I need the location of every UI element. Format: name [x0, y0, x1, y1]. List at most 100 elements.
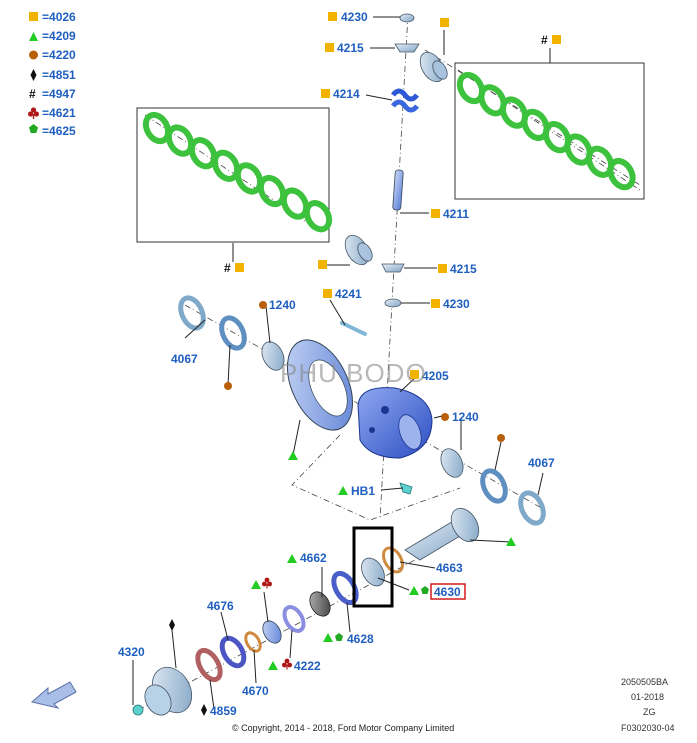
svg-text:=4209: =4209	[42, 29, 76, 43]
triangle-icon	[29, 32, 38, 41]
pinion-bearing-cone	[361, 557, 385, 587]
callout-4205[interactable]: 4205	[422, 369, 449, 383]
hash-icon: #	[224, 261, 231, 275]
thrust-washer-bottom	[384, 298, 402, 308]
callout-markers: # #	[169, 12, 561, 716]
legend-item-4220: =4220	[29, 48, 76, 62]
callout-4222[interactable]: 4222	[294, 659, 321, 673]
svg-text:=4026: =4026	[42, 10, 76, 24]
callout-4320[interactable]: 4320	[118, 645, 145, 659]
preload-spring	[391, 88, 419, 113]
square-icon	[323, 289, 332, 298]
callout-1240-right[interactable]: 1240	[452, 410, 479, 424]
club-icon	[262, 577, 272, 589]
clutch-plate	[607, 157, 636, 191]
pinion-shim	[382, 546, 404, 574]
callout-4630[interactable]: 4630	[430, 583, 466, 600]
drawing-variant: ZG	[643, 707, 656, 717]
circle-icon	[29, 50, 38, 60]
square-icon	[440, 18, 449, 27]
drive-pinion	[404, 507, 480, 561]
callout-4214[interactable]: 4214	[333, 87, 360, 101]
legend-item-4026: =4026	[29, 10, 76, 24]
legend-code: 4026	[49, 10, 76, 24]
legend-item-4209: =4209	[29, 29, 76, 43]
square-icon	[431, 299, 440, 308]
clutch-plate	[165, 124, 195, 157]
side-gear-left	[344, 234, 373, 266]
bearing-cup-left-4067	[178, 295, 206, 331]
callout-4211[interactable]: 4211	[443, 207, 469, 221]
side-gear-right	[419, 51, 448, 83]
drawing-date: 01-2018	[631, 692, 664, 702]
legend: =4026 =4209 =4220 =4851 # =4947 =4621	[28, 10, 76, 138]
deflector	[195, 647, 223, 683]
triangle-icon	[268, 661, 278, 670]
square-icon	[325, 43, 334, 52]
pinion-washer	[282, 605, 306, 633]
clutch-plate	[211, 149, 241, 182]
bearing-cone-left	[261, 341, 285, 371]
bearing-cup-left	[219, 315, 247, 351]
square-icon	[431, 209, 440, 218]
watermark: PHU BODO	[280, 358, 427, 388]
square-icon	[235, 263, 244, 272]
callout-4241[interactable]: 4241	[335, 287, 362, 301]
callout-4215-bottom[interactable]: 4215	[450, 262, 477, 276]
diamond-icon	[169, 619, 175, 631]
square-icon	[410, 370, 419, 379]
clutch-plate	[564, 133, 593, 166]
hash-icon: #	[29, 87, 36, 101]
clutch-plates-left	[142, 111, 333, 233]
callout-4676[interactable]: 4676	[207, 599, 234, 613]
callout-4859[interactable]: 4859	[210, 704, 237, 718]
square-icon	[29, 12, 38, 21]
clutch-plate	[303, 200, 333, 233]
clutch-plate	[585, 145, 615, 178]
legend-code: 4851	[49, 68, 76, 82]
clutch-plate	[257, 174, 287, 208]
thrust-washer-top	[399, 13, 415, 23]
legend-code: 4947	[49, 87, 76, 101]
circle-icon	[259, 301, 267, 309]
legend-item-4851: =4851	[30, 68, 76, 82]
callout-4067-right[interactable]: 4067	[528, 456, 555, 470]
callout-4662[interactable]: 4662	[300, 551, 327, 565]
square-icon	[328, 12, 337, 21]
leader-lines	[132, 16, 551, 710]
lock-pin	[340, 321, 367, 336]
callout-4230-bottom[interactable]: 4230	[443, 297, 470, 311]
pinion-flange	[132, 666, 193, 716]
highlight-box	[352, 526, 394, 608]
callout-1240-left[interactable]: 1240	[269, 298, 296, 312]
triangle-icon	[323, 633, 333, 642]
club-icon	[282, 658, 292, 670]
clutch-plate	[478, 84, 507, 117]
clutch-plate	[521, 108, 550, 142]
legend-item-4625: =4625	[29, 124, 76, 138]
pinion-seal	[219, 635, 247, 669]
callout-hb1[interactable]: HB1	[351, 484, 375, 498]
circle-icon	[441, 413, 449, 421]
clutch-plate	[499, 96, 529, 129]
bearing-cup-right-4067	[518, 490, 546, 526]
triangle-icon	[338, 486, 348, 495]
callout-4067-left[interactable]: 4067	[171, 352, 198, 366]
bearing-cup-right	[480, 468, 508, 504]
triangle-icon	[287, 554, 297, 563]
callout-4663[interactable]: 4663	[436, 561, 463, 575]
callout-4215-top[interactable]: 4215	[337, 41, 364, 55]
legend-code: 4621	[49, 106, 76, 120]
circle-icon	[224, 382, 232, 390]
triangle-icon	[251, 580, 261, 589]
callout-4230-top[interactable]: 4230	[341, 10, 368, 24]
callout-4670[interactable]: 4670	[242, 684, 269, 698]
pentagon-icon	[421, 586, 429, 594]
direction-arrow-icon	[30, 681, 77, 709]
svg-text:4630: 4630	[434, 585, 461, 599]
ring-gear-bolt	[399, 482, 413, 495]
callout-4628[interactable]: 4628	[347, 632, 374, 646]
legend-code: 4209	[49, 29, 76, 43]
legend-item-4621: =4621	[28, 106, 76, 120]
